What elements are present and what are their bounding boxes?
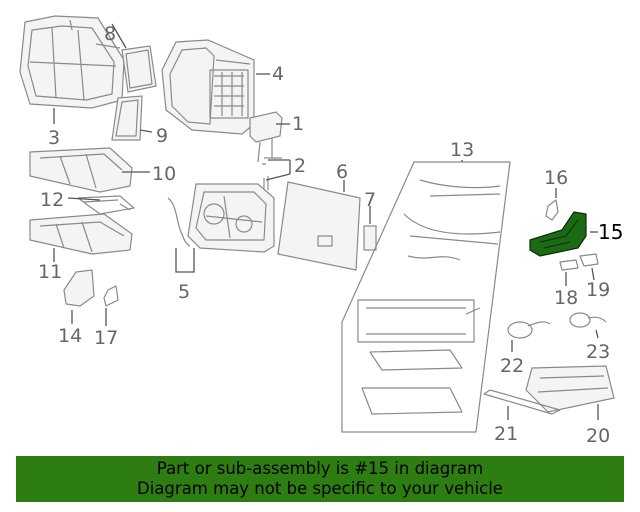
part-21-rail [483, 389, 561, 415]
callout-12: 12 [40, 189, 64, 211]
callout-16: 16 [544, 167, 568, 189]
leader-lines [53, 23, 599, 420]
callout-7: 7 [364, 189, 376, 211]
part-5-frame [167, 183, 275, 253]
info-banner: Part or sub-assembly is #15 in diagram D… [16, 456, 624, 502]
callout-4: 4 [272, 63, 284, 85]
callout-5: 5 [178, 281, 190, 303]
part-2-guides [262, 157, 282, 192]
part-10-seat-cushion [29, 147, 133, 193]
part-11-seat-cushion [29, 213, 133, 255]
callout-11: 11 [38, 261, 62, 283]
callout-17: 17 [94, 327, 118, 349]
callout-22: 22 [500, 355, 524, 377]
part-7-switch [363, 225, 377, 251]
part-15-highlighted-trim [529, 211, 587, 257]
callout-21: 21 [494, 423, 518, 445]
part-9-panel [111, 95, 143, 141]
callout-19: 19 [586, 279, 610, 301]
callout-3: 3 [48, 127, 60, 149]
part-4-seat-back [161, 39, 255, 135]
part-17-trim [103, 285, 119, 307]
callout-14: 14 [58, 325, 82, 347]
callout-8: 8 [104, 23, 116, 45]
part-20-track [525, 365, 615, 413]
part-19-bracket [579, 253, 599, 267]
part-23-harness [569, 312, 607, 328]
callout-10: 10 [152, 163, 176, 185]
callout-1: 1 [292, 113, 304, 135]
part-12-pad [77, 195, 135, 215]
callout-9: 9 [156, 125, 168, 147]
part-13-track-assembly [341, 161, 511, 433]
part-18-bracket [559, 259, 579, 271]
callout-15: 15 [598, 220, 623, 244]
part-6-back-panel [277, 181, 361, 271]
callout-23: 23 [586, 341, 610, 363]
parts-diagram: 3 8 9 4 1 2 10 12 11 5 6 7 13 14 17 15 1… [19, 15, 623, 447]
banner-line-2: Diagram may not be specific to your vehi… [137, 479, 503, 498]
part-22-harness [507, 321, 551, 339]
banner-line-1: Part or sub-assembly is #15 in diagram [156, 459, 484, 478]
callout-18: 18 [554, 287, 578, 309]
callout-2: 2 [294, 155, 306, 177]
part-14-trim [63, 269, 95, 307]
part-8-panel [121, 45, 157, 93]
callout-6: 6 [336, 161, 348, 183]
callout-20: 20 [586, 425, 610, 447]
callout-13: 13 [450, 139, 474, 161]
part-1-headrest [249, 111, 283, 163]
callout-labels: 3 8 9 4 1 2 10 12 11 5 6 7 13 14 17 15 1… [38, 23, 623, 447]
part-16-clip [545, 199, 559, 221]
